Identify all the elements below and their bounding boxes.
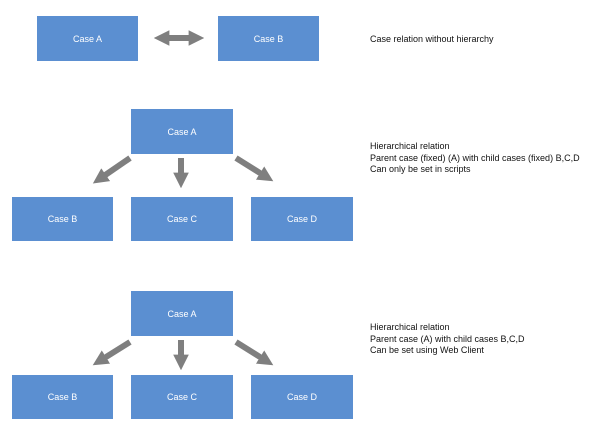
arrow-a-to-d-fixed: [234, 155, 274, 182]
note-line: Can only be set in scripts: [370, 164, 471, 174]
child-case-d-box: Case D: [251, 375, 353, 419]
note-hierarchy-web-client: Hierarchical relation Parent case (A) wi…: [370, 322, 525, 357]
note-line: Hierarchical relation: [370, 322, 450, 332]
parent-case-a-fixed-box: Case A: [131, 109, 233, 154]
note-line: Case relation without hierarchy: [370, 34, 494, 44]
parent-case-a-box: Case A: [131, 291, 233, 336]
arrow-a-to-b: [92, 339, 132, 366]
case-b-box: Case B: [218, 16, 319, 61]
note-line: Parent case (A) with child cases B,C,D: [370, 333, 525, 344]
child-case-c-box: Case C: [131, 375, 233, 419]
child-case-c-fixed-box: Case C: [131, 197, 233, 241]
arrow-a-to-b-fixed: [92, 155, 132, 184]
child-case-b-box: Case B: [12, 375, 113, 419]
note-line: Hierarchical relation: [370, 141, 450, 151]
note-line: Parent case (fixed) (A) with child cases…: [370, 152, 580, 163]
note-line: Can be set using Web Client: [370, 345, 484, 355]
child-case-d-fixed-box: Case D: [251, 197, 353, 241]
child-case-b-fixed-box: Case B: [12, 197, 113, 241]
case-a-box: Case A: [37, 16, 138, 61]
arrow-a-to-d: [234, 339, 274, 366]
note-no-hierarchy: Case relation without hierarchy: [370, 34, 494, 46]
note-hierarchy-fixed: Hierarchical relation Parent case (fixed…: [370, 141, 580, 176]
